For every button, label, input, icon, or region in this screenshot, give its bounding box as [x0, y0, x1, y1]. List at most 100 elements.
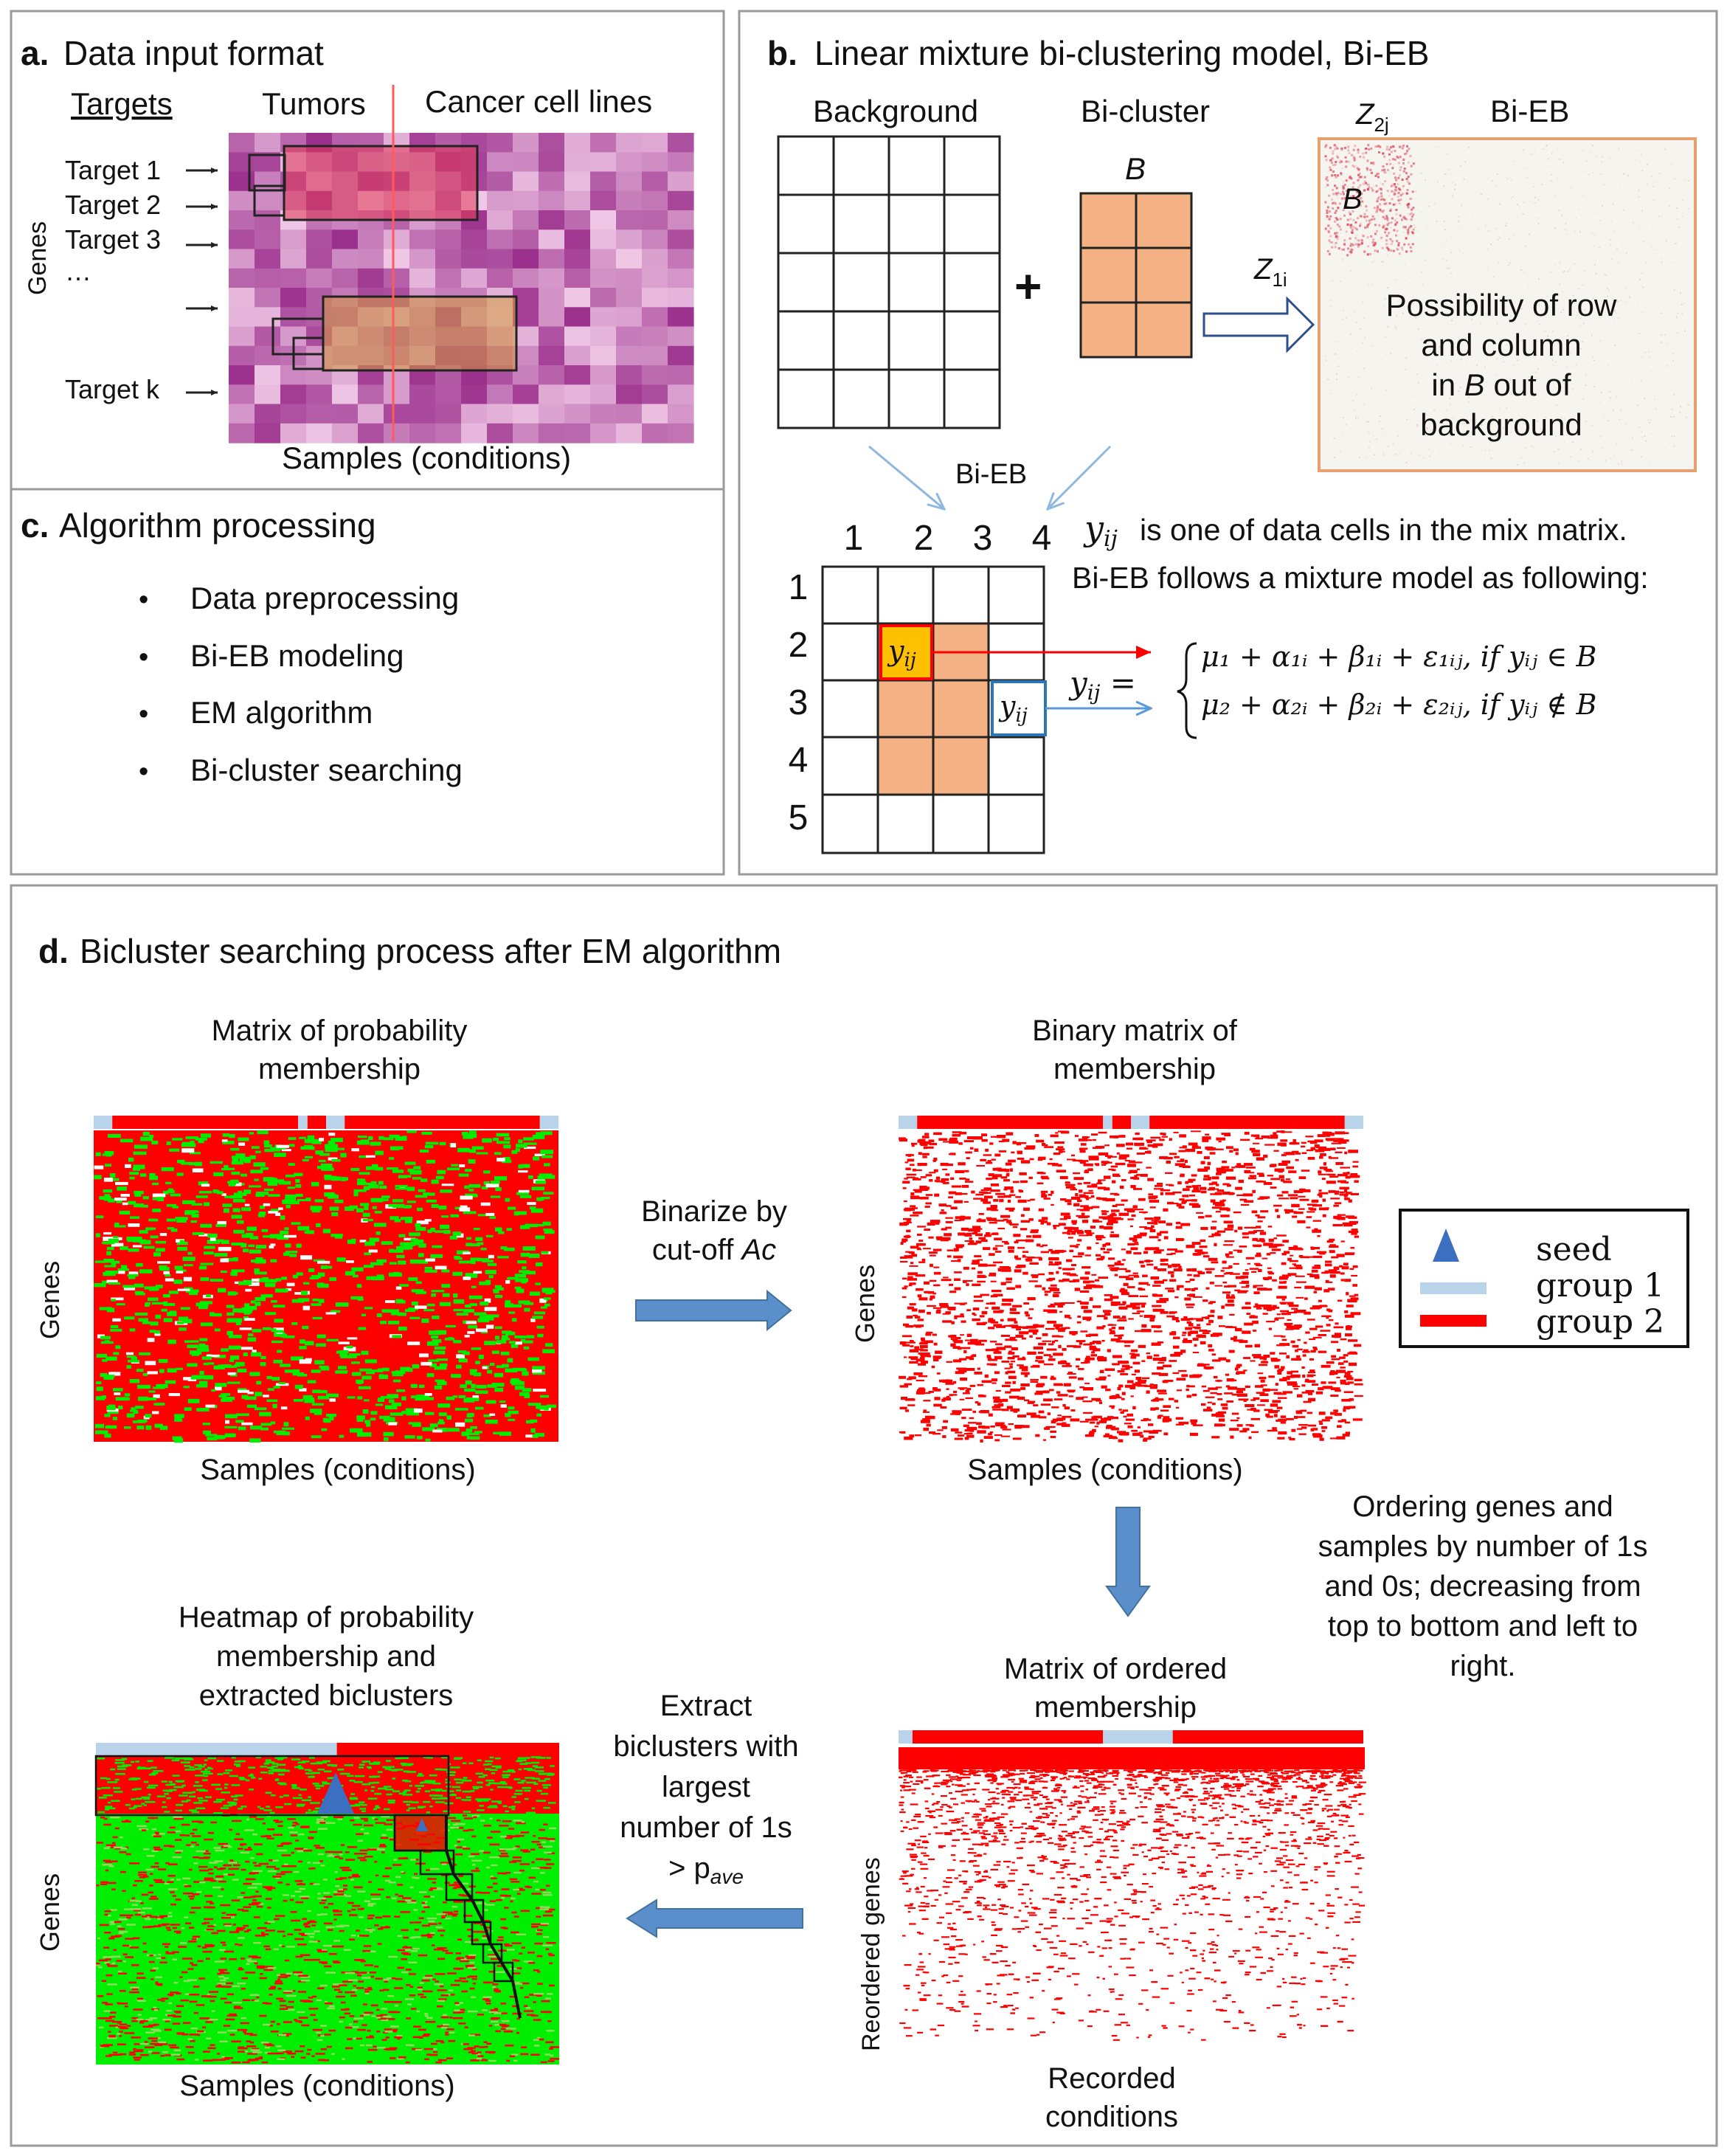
binary-speckle	[1130, 1349, 1138, 1352]
binary-speckle	[1330, 1395, 1339, 1397]
binary-speckle	[1107, 1248, 1112, 1251]
result-noise-dot	[1593, 385, 1596, 387]
prob-speckle	[376, 1259, 387, 1263]
result-noise-dot	[1686, 416, 1688, 418]
prob-speckle	[541, 1288, 554, 1292]
input-heat-cell	[513, 133, 539, 153]
binary-speckle	[1170, 1252, 1176, 1255]
binary-speckle	[1016, 1141, 1021, 1146]
prob-speckle	[106, 1251, 111, 1256]
result-noise-dot	[1478, 407, 1481, 409]
input-target-box-1	[248, 153, 286, 192]
binary-speckle	[1191, 1268, 1197, 1272]
binary-speckle	[1158, 1414, 1163, 1417]
prob-speckle	[200, 1133, 211, 1138]
result-noise-dot	[1375, 173, 1378, 176]
group-bar-segment	[1112, 1116, 1131, 1129]
result-noise-dot	[1428, 448, 1430, 450]
prob-speckle	[514, 1336, 527, 1338]
result-noise-dot	[1385, 243, 1388, 246]
prob-speckle	[217, 1191, 224, 1195]
binary-speckle	[1160, 1192, 1163, 1195]
prob-speckle	[210, 1279, 224, 1282]
group-bar-segment	[1172, 1730, 1363, 1744]
result-noise-dot	[1349, 218, 1352, 221]
binary-speckle	[1067, 1231, 1074, 1233]
prob-speckle	[310, 1206, 322, 1211]
result-noise-dot	[1337, 341, 1339, 343]
binary-speckle	[1071, 1264, 1076, 1266]
input-heat-cell	[590, 345, 617, 366]
binary-speckle	[958, 1369, 967, 1373]
binary-speckle	[1218, 1418, 1225, 1422]
prob-speckle	[218, 1246, 232, 1251]
binary-speckle	[1146, 1352, 1151, 1355]
binary-speckle	[1295, 1275, 1305, 1277]
prob-speckle	[117, 1186, 127, 1191]
binary-speckle	[916, 1325, 921, 1328]
result-noise-dot	[1579, 325, 1582, 327]
result-noise-dot	[1457, 390, 1459, 392]
prob-speckle	[142, 1321, 152, 1324]
binary-speckle	[1329, 1157, 1339, 1159]
prob-speckle	[278, 1382, 285, 1385]
prob-speckle	[227, 1291, 236, 1296]
result-noise-dot	[1547, 335, 1548, 337]
prob-speckle	[285, 1288, 292, 1291]
binary-speckle	[1150, 1316, 1155, 1319]
input-heat-cell	[358, 229, 384, 250]
result-noise-dot	[1388, 202, 1391, 205]
result-noise-dot	[1574, 263, 1576, 265]
binary-speckle	[913, 1169, 922, 1172]
binary-speckle	[908, 1356, 918, 1359]
prob-speckle	[111, 1260, 120, 1264]
result-noise-dot	[1410, 250, 1413, 252]
result-noise-dot	[1425, 259, 1427, 261]
result-noise-dot	[1353, 159, 1356, 162]
prob-speckle	[246, 1404, 257, 1408]
binary-speckle	[1126, 1250, 1132, 1254]
binary-speckle	[1177, 1163, 1186, 1166]
binary-speckle	[1022, 1271, 1028, 1275]
prob-speckle	[401, 1217, 413, 1220]
result-noise-dot	[1594, 212, 1596, 214]
binary-speckle	[899, 1406, 907, 1410]
prob-speckle	[111, 1297, 124, 1301]
binary-speckle	[1014, 1426, 1022, 1429]
result-noise-dot	[1326, 211, 1329, 214]
result-noise-dot	[1491, 415, 1493, 418]
binary-speckle	[1138, 1381, 1146, 1384]
binary-title-2: membership	[1053, 1053, 1216, 1085]
result-noise-dot	[1415, 190, 1417, 193]
result-noise-dot	[1386, 145, 1388, 148]
result-noise-dot	[1481, 424, 1483, 426]
result-noise-dot	[1550, 173, 1552, 176]
prob-speckle	[234, 1318, 243, 1323]
binary-speckle	[1186, 1245, 1195, 1248]
binary-speckle	[1278, 1198, 1289, 1200]
input-heat-cell	[642, 384, 668, 405]
binary-speckle	[1234, 1367, 1239, 1371]
result-noise-dot	[1649, 356, 1650, 358]
binary-speckle	[1061, 1423, 1070, 1427]
binary-speckle	[1192, 1253, 1201, 1256]
result-noise-dot	[1607, 295, 1608, 297]
binary-speckle	[1037, 1158, 1043, 1161]
binary-speckle	[1129, 1225, 1133, 1228]
binary-speckle	[970, 1355, 977, 1358]
binary-speckle	[1067, 1158, 1076, 1161]
result-noise-dot	[1436, 181, 1439, 183]
result-noise-dot	[1553, 451, 1555, 453]
binary-speckle	[1063, 1383, 1071, 1386]
binary-speckle	[1175, 1226, 1183, 1229]
prob-speckle	[232, 1257, 238, 1262]
prob-speckle	[221, 1240, 229, 1244]
binary-speckle	[1073, 1345, 1081, 1348]
binary-speckle	[1166, 1253, 1173, 1256]
binary-speckle	[1225, 1146, 1233, 1150]
result-noise-dot	[1395, 209, 1398, 211]
binary-speckle	[1135, 1133, 1140, 1136]
prob-speckle	[347, 1396, 356, 1399]
result-noise-dot	[1671, 261, 1673, 263]
binary-speckle	[1266, 1415, 1273, 1418]
